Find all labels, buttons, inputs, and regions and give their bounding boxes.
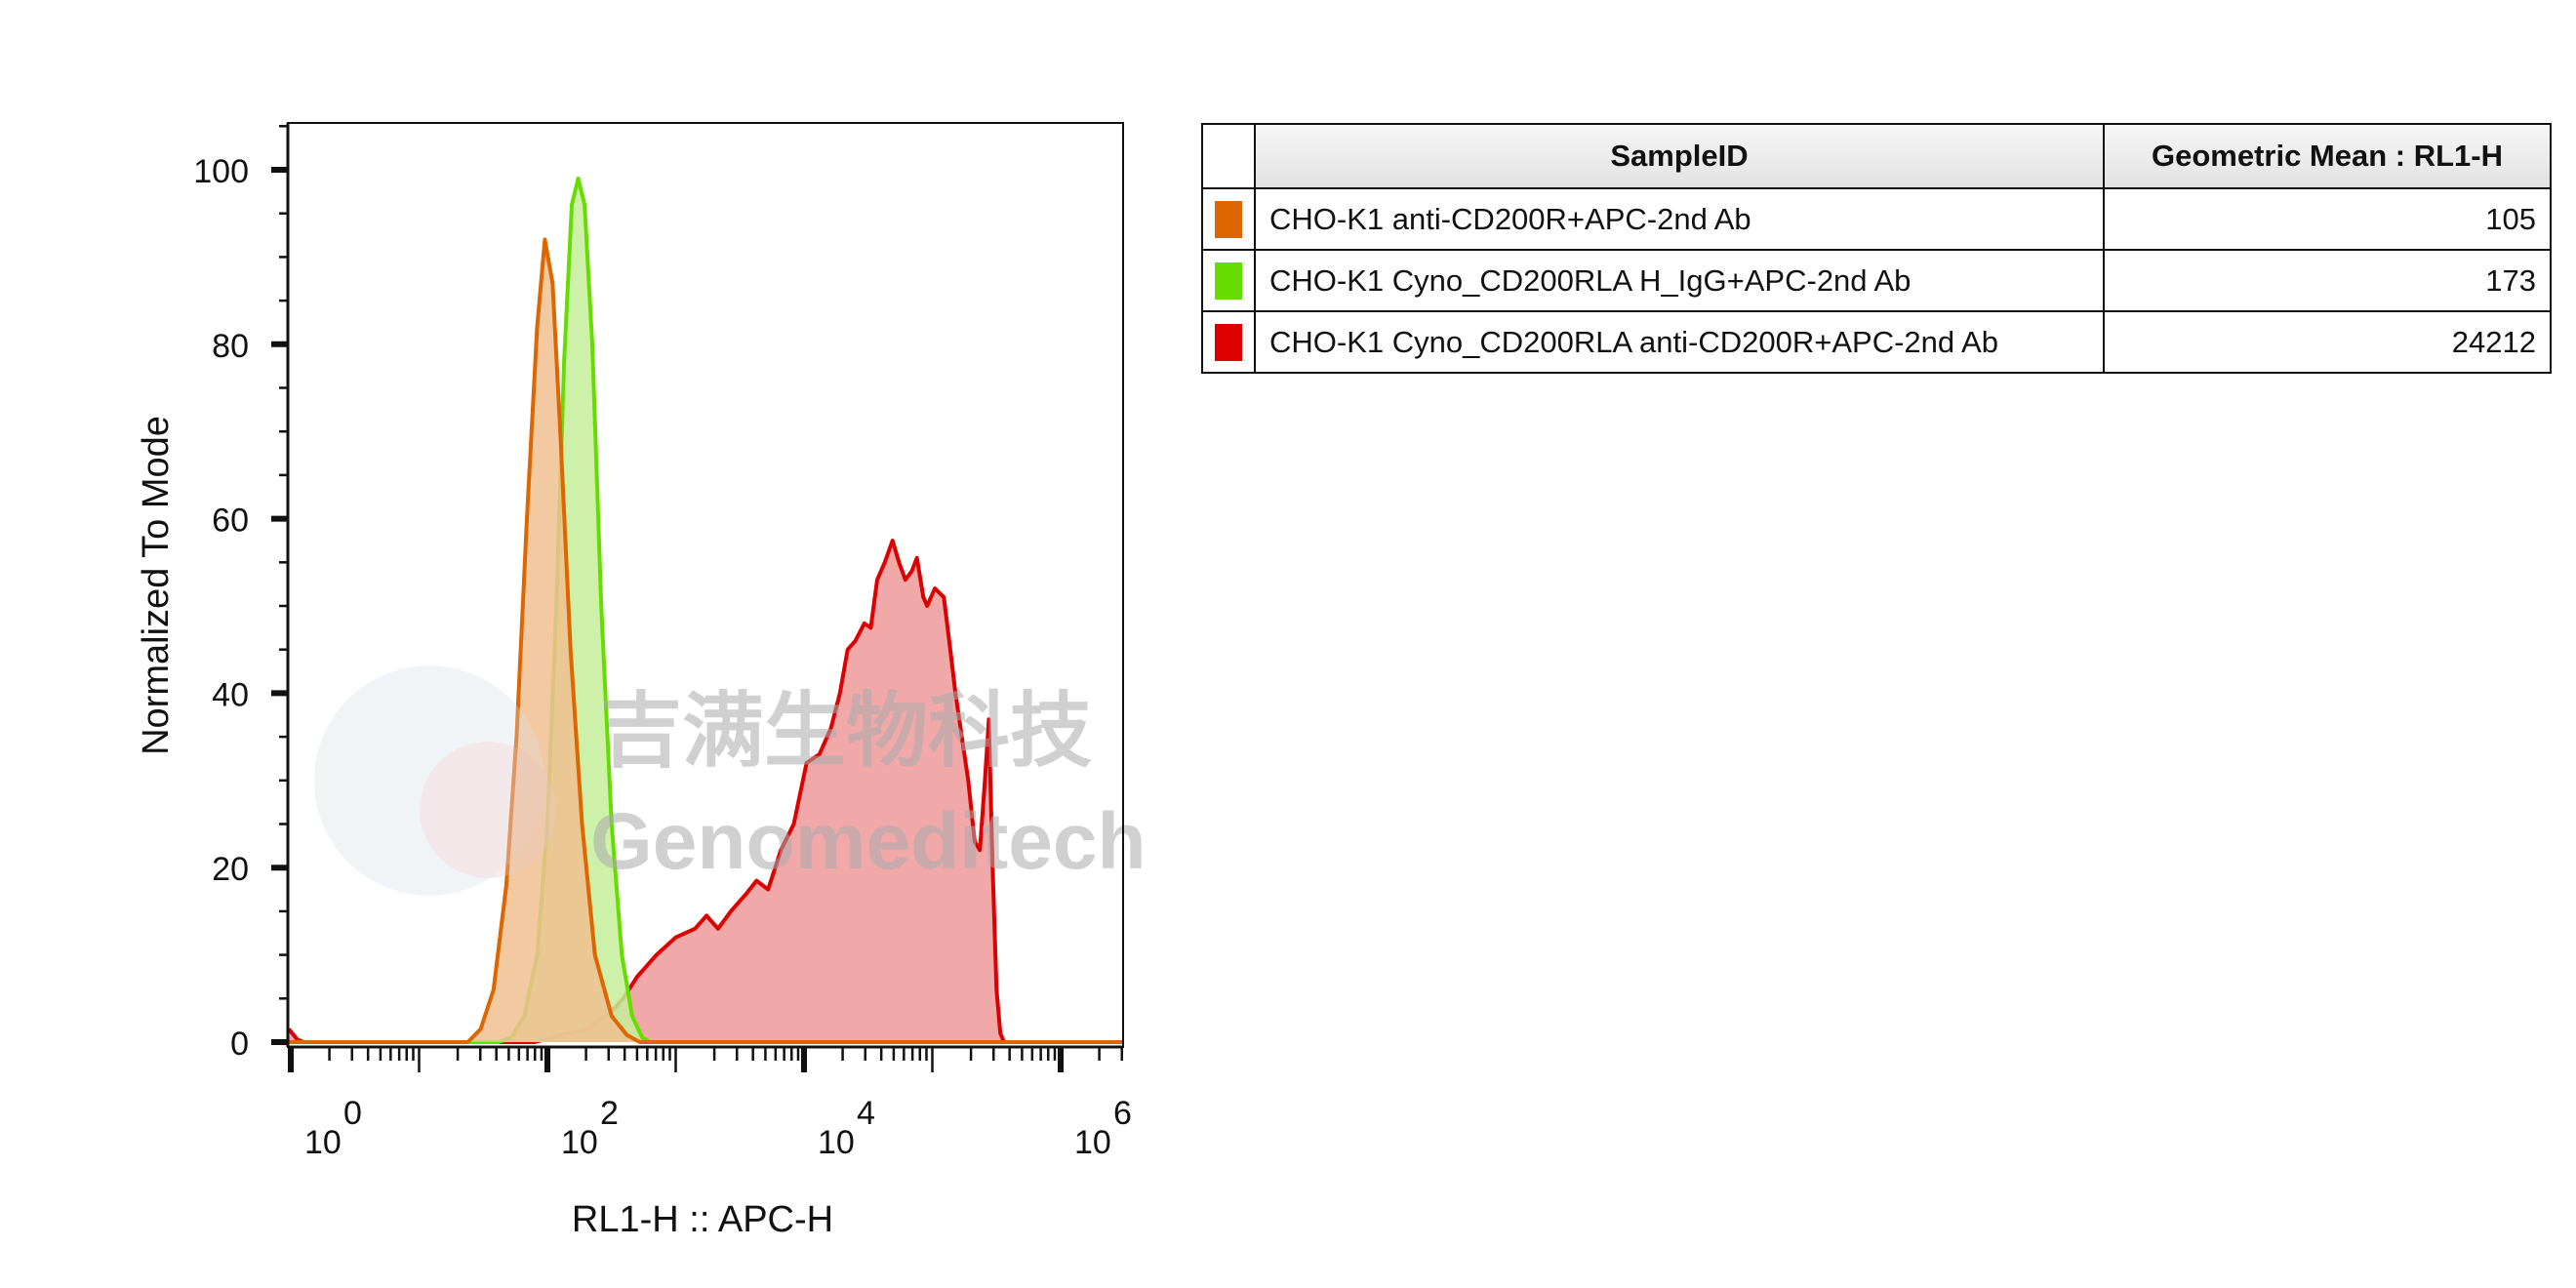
x-tick-exponent: 2 bbox=[600, 1095, 619, 1132]
histogram-series bbox=[287, 176, 1122, 1044]
table-row: CHO-K1 Cyno_CD200RLA H_IgG+APC-2nd Ab 17… bbox=[1201, 249, 2552, 312]
y-tick-label: 20 bbox=[212, 851, 249, 888]
y-tick-label: 40 bbox=[212, 676, 249, 713]
watermark-cn: 吉满生物科技 bbox=[600, 683, 1092, 779]
sample-id-header: SampleID bbox=[1254, 123, 2105, 189]
series-line-0 bbox=[287, 539, 1122, 1044]
series-area-0 bbox=[289, 541, 1122, 1042]
x-tick-base: 10 bbox=[304, 1124, 342, 1161]
x-tick-base: 10 bbox=[561, 1124, 598, 1161]
y-axis-label: Normalized To Mode bbox=[136, 416, 177, 755]
swatch-header bbox=[1201, 123, 1256, 189]
x-tick-label: 102 bbox=[561, 1095, 619, 1161]
color-swatch bbox=[1215, 323, 1242, 361]
y-tick-label: 0 bbox=[230, 1026, 249, 1063]
y-tick-label: 100 bbox=[193, 153, 249, 190]
watermark-logo-dot bbox=[420, 742, 556, 878]
watermark-logo: 吉满生物科技 Genomeditech bbox=[314, 665, 1147, 896]
x-axis-label: RL1-H :: APC-H bbox=[572, 1199, 833, 1240]
x-tick-exponent: 4 bbox=[857, 1095, 875, 1132]
geometric-mean-cell: 173 bbox=[2103, 249, 2552, 312]
y-axis: 0 20 40 60 80 100 bbox=[193, 123, 290, 1063]
table-row: CHO-K1 anti-CD200R+APC-2nd Ab 105 bbox=[1201, 187, 2552, 251]
geometric-mean-cell: 24212 bbox=[2103, 310, 2552, 374]
sample-id-cell: CHO-K1 Cyno_CD200RLA anti-CD200R+APC-2nd… bbox=[1254, 310, 2105, 374]
x-tick-label: 106 bbox=[1074, 1095, 1132, 1161]
plot-frame bbox=[287, 122, 1124, 1048]
series-area-1 bbox=[289, 178, 1122, 1042]
x-tick-exponent: 0 bbox=[343, 1095, 362, 1132]
color-swatch bbox=[1215, 262, 1242, 300]
series-line-1 bbox=[289, 176, 1122, 1044]
x-tick-base: 10 bbox=[1074, 1124, 1111, 1161]
color-swatch bbox=[1215, 200, 1242, 238]
series-line-2 bbox=[289, 237, 1122, 1044]
x-tick-exponent: 6 bbox=[1113, 1095, 1132, 1132]
statistics-table: SampleID Geometric Mean : RL1-H CHO-K1 a… bbox=[1201, 123, 2552, 374]
geometric-mean-cell: 105 bbox=[2103, 187, 2552, 251]
watermark-logo-ring bbox=[314, 665, 544, 896]
sample-id-cell: CHO-K1 anti-CD200R+APC-2nd Ab bbox=[1254, 187, 2105, 251]
watermark-en: Genomeditech bbox=[590, 797, 1147, 886]
table-row: CHO-K1 Cyno_CD200RLA anti-CD200R+APC-2nd… bbox=[1201, 310, 2552, 374]
geometric-mean-header: Geometric Mean : RL1-H bbox=[2103, 123, 2552, 189]
table-header-row: SampleID Geometric Mean : RL1-H bbox=[1201, 123, 2552, 189]
y-tick-label: 60 bbox=[212, 503, 249, 540]
sample-id-cell: CHO-K1 Cyno_CD200RLA H_IgG+APC-2nd Ab bbox=[1254, 249, 2105, 312]
y-tick-label: 80 bbox=[212, 328, 249, 365]
x-tick-label: 100 bbox=[304, 1095, 362, 1161]
x-tick-base: 10 bbox=[818, 1124, 855, 1161]
x-tick-label: 104 bbox=[818, 1095, 875, 1161]
